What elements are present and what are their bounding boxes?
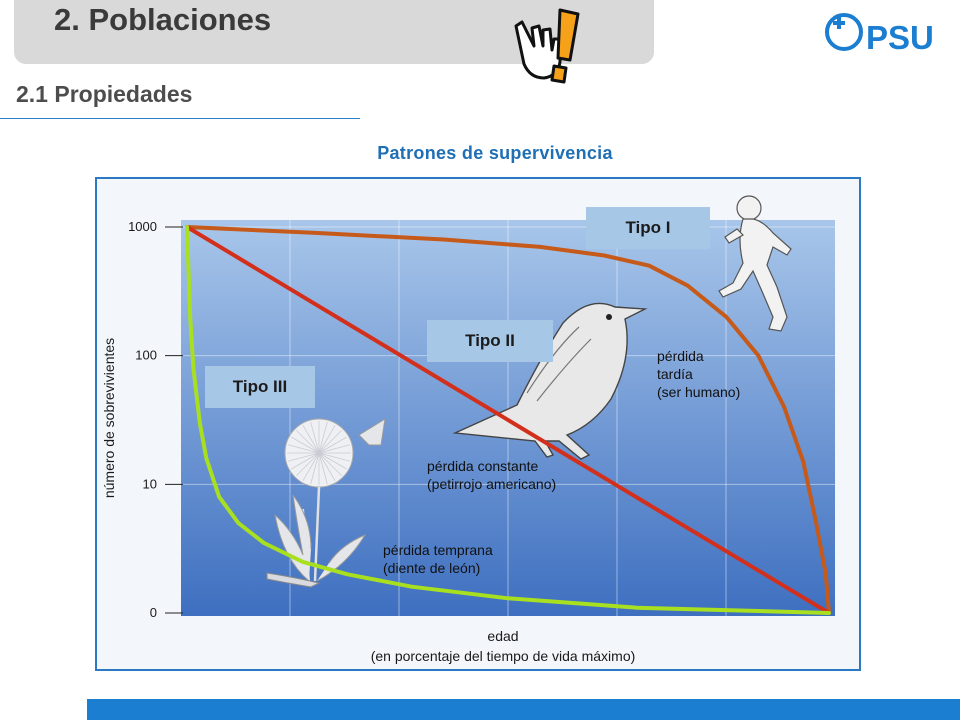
badge-tipo-iii: Tipo III xyxy=(205,366,315,408)
chart-title: Patrones de supervivencia xyxy=(377,143,613,163)
x-axis-note: (en porcentaje del tiempo de vida máximo… xyxy=(371,648,636,664)
series-line-tipo-i xyxy=(185,225,831,615)
section-subtitle: 2.1 Propiedades xyxy=(16,81,193,107)
psu-logo: PSU xyxy=(825,13,934,56)
y-tick-label: 10 xyxy=(143,476,157,491)
footer-bar xyxy=(87,699,960,720)
series-line-tipo-ii xyxy=(185,225,831,615)
series-annotation: pérdida constante xyxy=(427,458,539,474)
page-title: 2. Poblaciones xyxy=(54,2,272,37)
y-axis-label: número de sobrevivientes xyxy=(101,338,117,498)
x-axis-label: edad xyxy=(487,628,518,644)
series-annotation: (petirrojo americano) xyxy=(427,476,556,492)
series-annotation: (ser humano) xyxy=(657,384,740,400)
y-tick-label: 0 xyxy=(150,605,157,620)
runner-illustration xyxy=(718,195,792,332)
badge-tipo-ii: Tipo II xyxy=(427,320,553,362)
series-annotation: tardía xyxy=(657,366,693,382)
logo-text: PSU xyxy=(866,19,934,56)
series-annotation: (diente de león) xyxy=(383,560,480,576)
section-divider xyxy=(0,118,360,119)
pointing-hand-exclamation-icon xyxy=(514,8,580,84)
plus-circle-icon xyxy=(825,13,863,51)
badge-tipo-i: Tipo I xyxy=(586,207,710,249)
series-annotation: pérdida xyxy=(657,348,704,364)
series-line-tipo-iii xyxy=(185,225,831,615)
series-annotation: pérdida temprana xyxy=(383,542,493,558)
y-tick-label: 1000 xyxy=(128,219,157,234)
y-tick-label: 100 xyxy=(135,348,157,363)
